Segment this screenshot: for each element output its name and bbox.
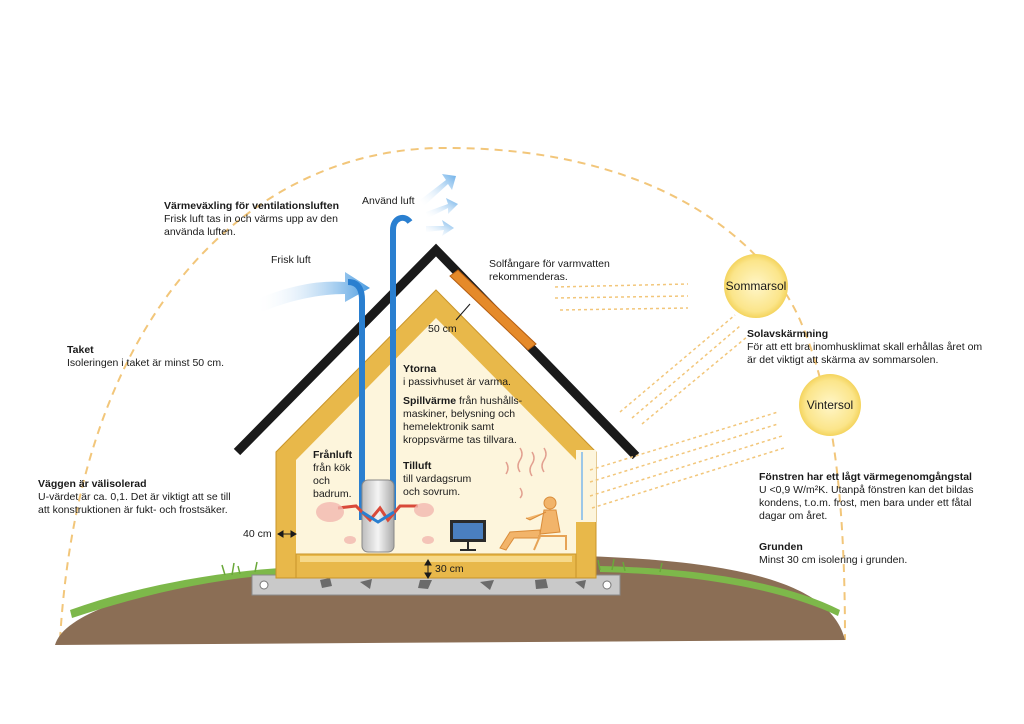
exhaust-air-duct [390,214,413,520]
label-supply: Tilluft till vardagsrum och sovrum. [403,460,472,498]
label-heat-exchange: Värmeväxling för ventilationsluften Fris… [164,200,340,238]
label-shading: Solavskärmning För att ett bra inomhuskl… [747,328,983,366]
label-solar-collector: Solfångare för varmvatten rekommenderas. [489,258,610,283]
used-air-arrows [420,174,458,236]
label-windows: Fönstren har ett lågt värmegenomgångstal… [759,471,974,522]
label-fresh-air: Frisk luft [271,254,311,266]
dimension-floor: 30 cm [435,563,464,575]
roof [233,243,640,460]
summer-sun [724,254,788,318]
solar-collector [449,269,537,351]
dimension-wall: 40 cm [243,528,272,540]
person-icon [499,496,567,551]
heat-exchanger [361,479,395,553]
label-roof: Taket Isoleringen i taket är minst 50 cm… [67,344,224,369]
dimension-roof: 50 cm [428,323,457,335]
summer-sun-label: Sommarsol [725,279,787,293]
heat-puffs [316,502,434,544]
label-used-air: Använd luft [362,195,415,207]
label-walls: Väggen är välisolerad U-värdet är ca. 0,… [38,478,231,516]
grass [70,568,285,618]
winter-sun [799,374,861,436]
fresh-air-arrow [255,272,370,312]
label-exhaust: Frånluft från kök och badrum. [313,449,353,500]
label-surfaces: Ytorna i passivhuset är varma. [403,363,511,388]
winter-sun-label: Vintersol [806,398,854,412]
fresh-air-duct [347,279,365,520]
window [576,450,596,522]
label-waste-heat: Spillvärme från hushålls- maskiner, bely… [403,395,523,446]
label-foundation: Grunden Minst 30 cm isolering i grunden. [759,541,908,566]
tv-icon [450,520,486,551]
